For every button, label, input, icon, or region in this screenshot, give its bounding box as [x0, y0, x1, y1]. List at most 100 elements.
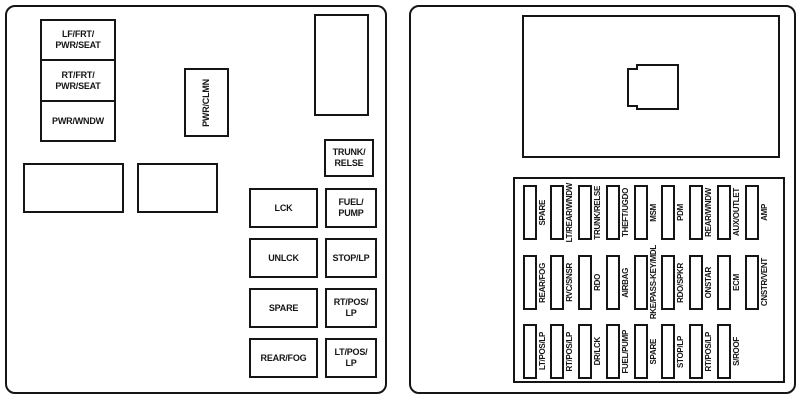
- fuse-label: SPARE: [538, 199, 547, 226]
- fuse-slot: [606, 255, 620, 310]
- fuse-spare-r3: SPARE: [634, 324, 658, 379]
- fuse-pdm: PDM: [661, 185, 685, 240]
- fuse-slot: [634, 324, 648, 379]
- fuse-label: LF/FRT/ PWR/SEAT: [55, 29, 101, 50]
- fuse-ecm: ECM: [717, 255, 741, 310]
- fuse-label: MSM: [649, 203, 658, 222]
- fuse-pwr-clmn: PWR/CLMN: [184, 68, 229, 137]
- fuse-label: AIRBAG: [621, 267, 630, 298]
- fuse-label: FUEL/ PUMP: [338, 197, 364, 218]
- fuse-rear-fog-r2: REAR/FOG: [523, 255, 547, 310]
- fuse-pwr-wndw: PWR/WNDW: [40, 100, 116, 142]
- fuse-label: RDO: [593, 274, 602, 291]
- fuse-rear-fog: REAR/FOG: [249, 338, 318, 378]
- fuse-label: RDO/SPKR: [676, 262, 685, 303]
- fuse-slot: [523, 185, 537, 240]
- fuse-block-panel-left: LF/FRT/ PWR/SEAT RT/FRT/ PWR/SEAT PWR/WN…: [5, 5, 387, 394]
- fuse-label: ECM: [732, 274, 741, 291]
- fuse-grid: SPARE LT/REAR/WNDW TRUNK/RELSE THEFT/UGD…: [513, 177, 785, 383]
- fuse-s-roof: S/ROOF: [717, 324, 741, 379]
- fuse-lt-pos-lp: LT/POS/ LP: [325, 338, 377, 378]
- fuse-slot: [634, 185, 648, 240]
- fuse-rdo-spkr: RDO/SPKR: [661, 255, 685, 310]
- fuse-label: RT/POS/LP: [565, 331, 574, 372]
- fuse-rke-pass-key-mdl: RKE/PASS-KEY/MDL: [634, 245, 658, 320]
- fuse-label: STOP/LP: [676, 335, 685, 368]
- fuse-label: LT/POS/LP: [538, 332, 547, 371]
- fuse-slot: [661, 324, 675, 379]
- fuse-slot: [523, 255, 537, 310]
- fuse-fuel-pump: FUEL/ PUMP: [325, 188, 377, 228]
- fuse-label: RT/POS/ LP: [333, 297, 369, 318]
- fuse-slot: [523, 324, 537, 379]
- fuse-rt-pos-lp-2-r3: RT/POS/LP: [689, 324, 713, 379]
- fuse-slot: [606, 185, 620, 240]
- fuse-slot: [550, 185, 564, 240]
- fuse-slot: [689, 324, 703, 379]
- fuse-trunk-relse: TRUNK/ RELSE: [324, 139, 374, 177]
- fuse-label: S/ROOF: [732, 337, 741, 366]
- fuse-slot: [578, 255, 592, 310]
- unlabeled-slot-2: [137, 163, 218, 213]
- fuse-label: REAR/WNDW: [704, 188, 713, 237]
- seat-fuse-stack: LF/FRT/ PWR/SEAT RT/FRT/ PWR/SEAT PWR/WN…: [40, 19, 116, 142]
- fuse-rear-wndw: REAR/WNDW: [689, 185, 713, 240]
- fuse-label: RT/POS/LP: [704, 331, 713, 372]
- fuse-label: RKE/PASS-KEY/MDL: [649, 245, 658, 320]
- fuse-spare: SPARE: [249, 288, 318, 328]
- fuse-slot: [606, 324, 620, 379]
- fuse-slot: [661, 255, 675, 310]
- fuse-slot: [578, 185, 592, 240]
- fuse-label: PDM: [676, 204, 685, 221]
- fuse-msm: MSM: [634, 185, 658, 240]
- fuse-label: REAR/FOG: [260, 352, 307, 363]
- fuse-theft-ugdo: THEFT/UGDO: [606, 185, 630, 240]
- unlabeled-relay-slot: [314, 14, 369, 116]
- fuse-rt-pos-lp-r3: RT/POS/LP: [550, 324, 574, 379]
- fuse-spare-r1: SPARE: [523, 185, 547, 240]
- fuse-label: LT/REAR/WNDW: [565, 182, 574, 243]
- fuse-airbag: AIRBAG: [606, 255, 630, 310]
- fuse-lt-rear-wndw: LT/REAR/WNDW: [550, 182, 574, 243]
- fuse-slot: [689, 255, 703, 310]
- fuse-slot: [578, 324, 592, 379]
- fuse-rvc-snsr: RVC/SNSR: [550, 255, 574, 310]
- fuse-label: THEFT/UGDO: [621, 188, 630, 237]
- fuse-label: REAR/FOG: [538, 262, 547, 303]
- fuse-rt-frt-pwr-seat: RT/FRT/ PWR/SEAT: [40, 59, 116, 102]
- fuse-trunk-relse-r1: TRUNK/RELSE: [578, 185, 602, 240]
- fuse-rdo: RDO: [578, 255, 602, 310]
- fuse-stop-lp: STOP/LP: [325, 238, 377, 278]
- fuse-label: LT/POS/ LP: [334, 347, 368, 368]
- fuse-slot: [717, 185, 731, 240]
- fuse-label: AUX/OUTLET: [732, 188, 741, 237]
- fuse-label: LCK: [274, 202, 293, 213]
- fuse-slot: [717, 255, 731, 310]
- fuse-lck: LCK: [249, 188, 318, 228]
- fuse-slot: [745, 255, 759, 310]
- fuse-stop-lp-r3: STOP/LP: [661, 324, 685, 379]
- fuse-unlck: UNLCK: [249, 238, 318, 278]
- fuse-slot: [550, 324, 564, 379]
- fuse-slot: [717, 324, 731, 379]
- connector-outline: [627, 64, 679, 110]
- fuse-label: CNSTR/VENT: [760, 258, 769, 307]
- fuse-label: TRUNK/RELSE: [593, 185, 602, 240]
- fuse-label: FUEL/PUMP: [621, 329, 630, 374]
- fuse-label: RT/FRT/ PWR/SEAT: [55, 69, 101, 91]
- fuse-label: AMP: [760, 204, 769, 221]
- unlabeled-slot-1: [23, 163, 124, 213]
- fuse-lf-frt-pwr-seat: LF/FRT/ PWR/SEAT: [40, 19, 116, 61]
- fuse-label: RVC/SNSR: [565, 263, 574, 302]
- fuse-label: PWR/WNDW: [52, 115, 104, 126]
- fuse-label: STOP/LP: [332, 252, 370, 263]
- fuse-label: DR/LCK: [593, 337, 602, 366]
- fuse-lt-pos-lp-r3: LT/POS/LP: [523, 324, 547, 379]
- fuse-label: SPARE: [268, 302, 299, 313]
- fuse-cnstr-vent: CNSTR/VENT: [745, 255, 769, 310]
- fuse-label: UNLCK: [268, 252, 299, 263]
- fuse-slot: [634, 255, 648, 310]
- fuse-slot: [661, 185, 675, 240]
- fuse-amp: AMP: [745, 185, 769, 240]
- fuse-label: SPARE: [649, 338, 658, 365]
